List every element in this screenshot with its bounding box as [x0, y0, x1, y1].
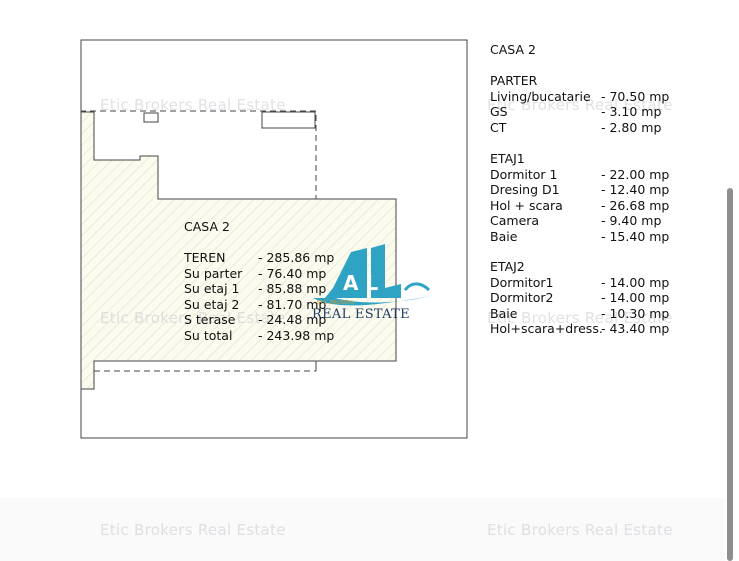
room-area: - 2.80 mp — [601, 119, 662, 135]
watermark-text: Etic Brokers Real Estate — [487, 521, 673, 539]
summary-value: - 85.88 mp — [258, 281, 327, 296]
logo-text: REAL ESTATE — [312, 307, 410, 322]
summary-value: - 81.70 mp — [258, 296, 327, 312]
summary-value: - 285.86 mp — [258, 250, 335, 265]
room-label: Baie — [490, 305, 518, 321]
room-area: - 70.50 mp — [601, 88, 670, 104]
room-label: Living/bucatarie — [490, 88, 591, 104]
upper-floor-outline — [80, 110, 317, 199]
floor-heading: ETAJ2 — [490, 259, 525, 274]
summary-label: Su total — [184, 327, 233, 343]
logo-letter-a: A L — [343, 271, 378, 295]
room-label: CT — [490, 119, 507, 135]
room-area: - 22.00 mp — [601, 166, 670, 182]
room-area: - 9.40 mp — [601, 213, 662, 228]
watermark-text: Etic Brokers Real Estate — [100, 96, 286, 114]
window-mark — [143, 112, 159, 123]
room-area: - 26.68 mp — [601, 197, 670, 213]
room-label: Dresing D1 — [490, 182, 560, 197]
room-list-title: CASA 2 — [490, 42, 536, 57]
watermark-text: Etic Brokers Real Estate — [487, 309, 673, 327]
summary-value: - 243.98 mp — [258, 327, 335, 343]
logo-swoosh — [313, 296, 431, 306]
bottom-band — [0, 498, 725, 561]
floor-heading: ETAJ1 — [490, 151, 525, 166]
room-area: - 43.40 mp — [601, 321, 670, 336]
company-logo: A L — [313, 244, 431, 306]
summary-value: - 76.40 mp — [258, 265, 327, 281]
room-area: - 15.40 mp — [601, 228, 670, 244]
watermark-text: Etic Brokers Real Estate — [100, 309, 286, 327]
logo-building-a — [325, 248, 367, 298]
room-label: Camera — [490, 213, 540, 228]
room-area: - 3.10 mp — [601, 104, 662, 119]
logo-small-text: ETIC BROKERS — [317, 300, 354, 306]
room-area: - 14.00 mp — [601, 290, 670, 305]
room-label: Dormitor 1 — [490, 166, 558, 182]
room-label: Dormitor1 — [490, 274, 554, 290]
watermark-text: Etic Brokers Real Estate — [100, 521, 286, 539]
room-label: Dormitor2 — [490, 290, 554, 305]
room-area: - 14.00 mp — [601, 274, 670, 290]
summary-label: Su parter — [184, 265, 243, 281]
room-area: - 12.40 mp — [601, 182, 670, 197]
summary-value: - 24.48 mp — [258, 312, 327, 327]
summary-label: Su etaj 1 — [184, 281, 240, 296]
balcony-mark — [261, 111, 316, 129]
room-label: Hol+scara+dress. — [490, 321, 603, 336]
plan-summary-title: CASA 2 — [184, 219, 230, 234]
room-label: Hol + scara — [490, 197, 563, 213]
room-label: Baie — [490, 228, 518, 244]
room-label: GS — [490, 104, 508, 119]
summary-label: TEREN — [184, 250, 226, 265]
scrollbar-thumb[interactable] — [727, 188, 733, 561]
summary-label: Su etaj 2 — [184, 296, 240, 312]
summary-label: S terase — [184, 312, 236, 327]
room-area: - 10.30 mp — [601, 305, 670, 321]
watermark-text: Etic Brokers Real Estate — [487, 96, 673, 114]
floor-heading: PARTER — [490, 73, 538, 88]
logo-building-l — [371, 244, 401, 298]
